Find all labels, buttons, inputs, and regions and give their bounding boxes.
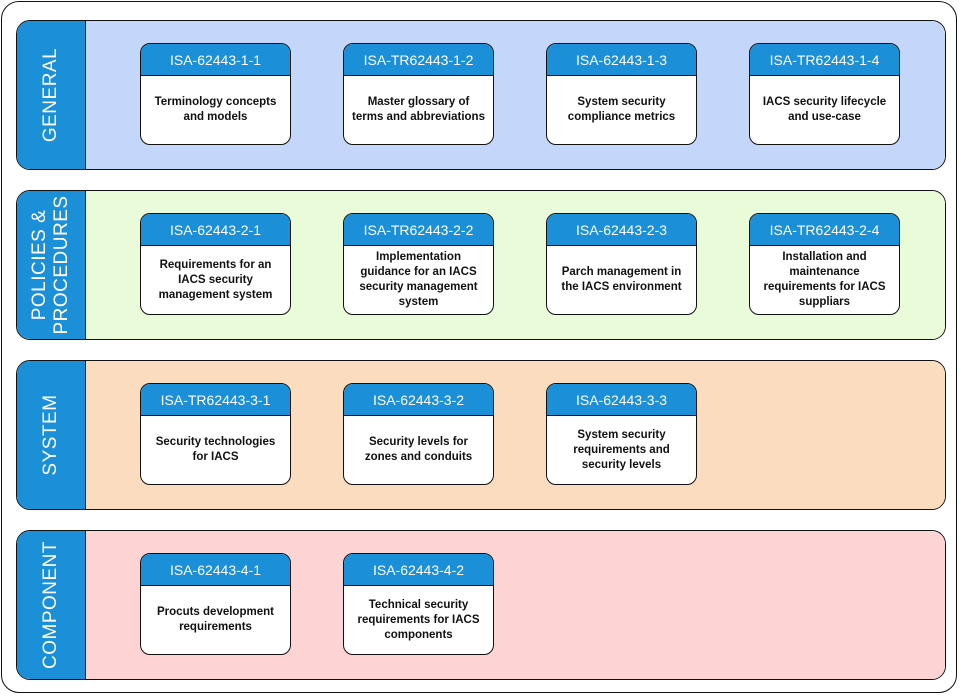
layer-label-panel: COMPONENT [17, 531, 86, 679]
standard-description: Terminology concepts and models [154, 96, 277, 123]
standard-id: ISA-TR62443-2-4 [750, 214, 899, 246]
standard-id: ISA-62443-4-1 [141, 554, 290, 586]
standard-description: IACS security lifecycle and use-case [762, 96, 887, 123]
layer-label-panel: POLICIES & PROCEDURES [17, 191, 86, 339]
layer-label: POLICIES & PROCEDURES [29, 195, 72, 335]
standard-id: ISA-TR62443-3-1 [141, 384, 290, 416]
layer-label: GENERAL [40, 47, 61, 143]
standard-description: Requirements for an IACS security manage… [158, 258, 273, 301]
standard-id: ISA-TR62443-1-4 [750, 44, 899, 76]
standard-id: ISA-62443-4-2 [344, 554, 493, 586]
standard-id: ISA-TR62443-1-2 [344, 44, 493, 76]
standard-id: ISA-62443-1-3 [547, 44, 696, 76]
standard-id: ISA-62443-2-3 [547, 214, 696, 246]
layer-label-panel: SYSTEM [17, 361, 86, 509]
standard-id: ISA-62443-3-3 [547, 384, 696, 416]
layer-label: COMPONENT [40, 541, 61, 669]
layer-label-panel: GENERAL [17, 21, 86, 169]
standard-description: Security technologies for IACS [155, 436, 276, 463]
standard-id: ISA-62443-1-1 [141, 44, 290, 76]
standard-id: ISA-TR62443-2-2 [344, 214, 493, 246]
standard-description: Master glossary of terms and abbreviatio… [352, 96, 485, 123]
standard-description: Procuts development requirements [157, 606, 274, 633]
layer-label: SYSTEM [40, 394, 61, 476]
standard-id: ISA-62443-3-2 [344, 384, 493, 416]
standard-description: Installation and maintenance requirement… [763, 251, 886, 308]
standard-description: Implementation guidance for an IACS secu… [359, 251, 478, 308]
standard-description: System security requirements and securit… [573, 428, 670, 471]
standard-description: Security levels for zones and conduits [364, 436, 473, 463]
standard-description: Parch management in the IACS environment [561, 266, 682, 293]
standard-description: System security compliance metrics [567, 96, 676, 123]
standard-id: ISA-62443-2-1 [141, 214, 290, 246]
standard-description: Technical security requirements for IACS… [357, 598, 480, 641]
